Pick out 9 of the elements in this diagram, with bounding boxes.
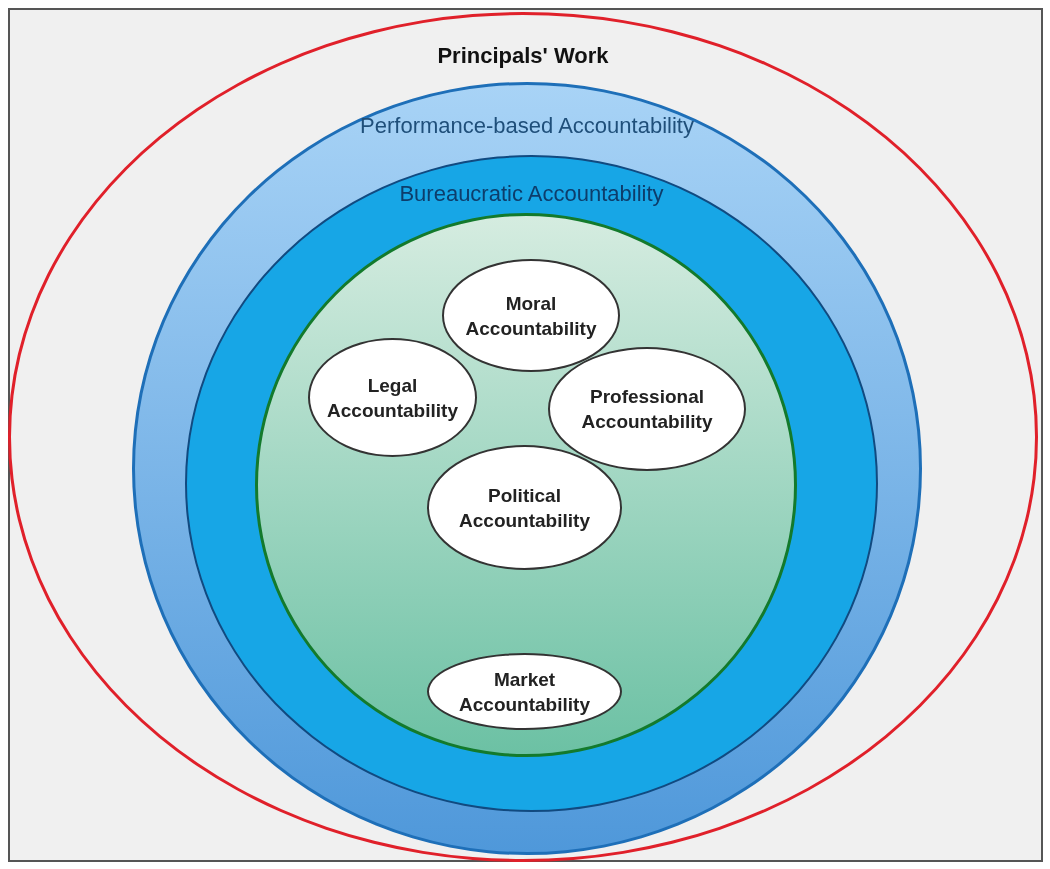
bubble-label: Moral Accountability <box>464 291 598 341</box>
bubble-label: Professional Accountability <box>580 385 714 434</box>
bubble-label: Market Accountability <box>458 667 591 717</box>
ellipse-title: Bureaucratic Accountability <box>399 181 664 207</box>
bubble-label: Legal Accountability <box>326 373 459 423</box>
bubble-label: Political Accountability <box>458 483 591 533</box>
ellipse-title: Principals' Work <box>437 43 609 69</box>
ellipse-title: Performance-based Accountability <box>360 113 694 139</box>
outer-ellipse <box>8 12 1038 862</box>
